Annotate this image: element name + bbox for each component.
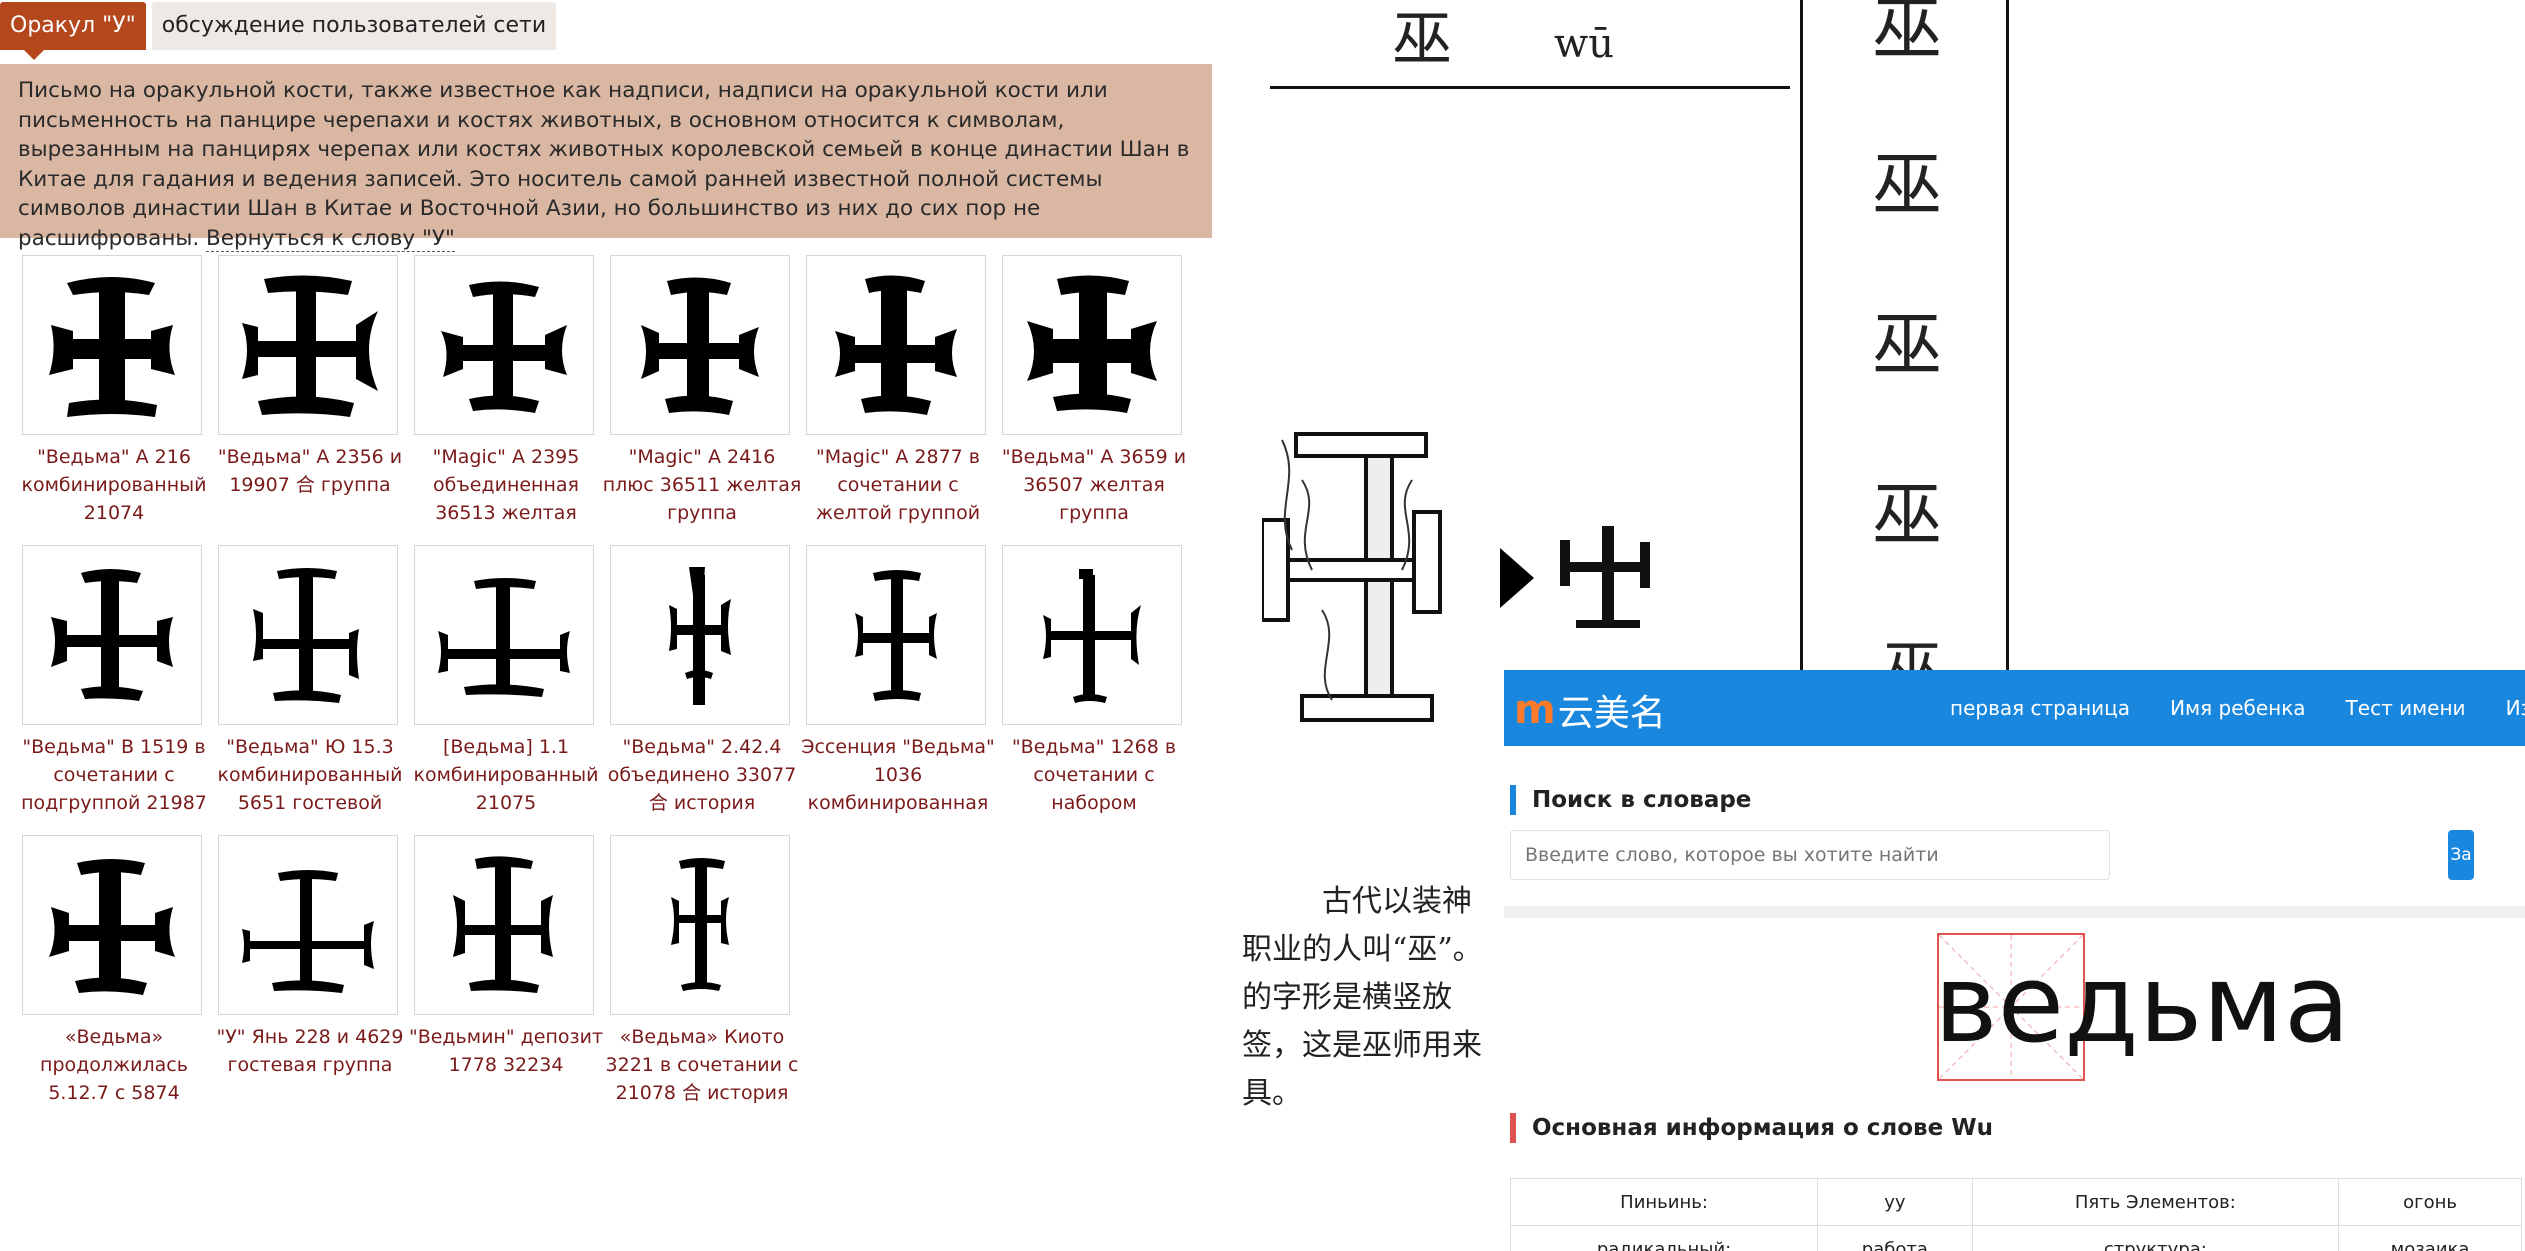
- nav-home[interactable]: первая страница: [1950, 696, 2131, 720]
- glyph-caption: Эссенция "Ведьма" 1036 комбинированная: [801, 736, 995, 814]
- glyph-card[interactable]: "Ведьма" B 1519 в сочетании с подгруппой…: [21, 545, 207, 827]
- glyph-caption: «Ведьма» продолжилась 5.12.7 с 5874 гост…: [40, 1026, 188, 1104]
- info-value: мозаика: [2338, 1225, 2522, 1251]
- section-separator: [1504, 906, 2525, 918]
- glyph-image: [806, 255, 986, 435]
- glyph-caption: "Ведьма" 2.42.4 объединено 33077 合 истор…: [607, 736, 797, 814]
- nav-name-test[interactable]: Тест имени: [2345, 696, 2466, 720]
- main-nav: первая страница Имя ребенка Тест имени И…: [1950, 670, 2525, 746]
- word-info-table: Пиньинь: уу Пять Элементов: огонь радика…: [1509, 1178, 2522, 1251]
- glyph-card[interactable]: "Ведьма" A 2356 и 19907 合 группа: [218, 255, 402, 537]
- tian-grid-icon: [1937, 933, 2085, 1081]
- glyph-image: [806, 545, 986, 725]
- glyph-card[interactable]: "Ведьма" 2.42.4 объединено 33077 合 истор…: [608, 545, 796, 827]
- dictionary-search-input[interactable]: [1510, 830, 2110, 880]
- glyph-card[interactable]: "Ведьмин" депозит 1778 32234: [409, 835, 603, 1117]
- glyph-image: [22, 835, 202, 1015]
- intro-text: Письмо на оракульной кости, также извест…: [18, 78, 1190, 251]
- glyph-image: [218, 255, 398, 435]
- arrow-icon: [1500, 526, 1650, 628]
- nav-baby-name[interactable]: Имя ребенка: [2170, 696, 2306, 720]
- info-label: Пять Элементов:: [1971, 1178, 2340, 1226]
- info-section-title: Основная информация о слове Wu: [1510, 1113, 1993, 1143]
- glyph-image: [414, 545, 594, 725]
- glyph-card[interactable]: Эссенция "Ведьма" 1036 комбинированная: [801, 545, 995, 827]
- info-label: структура:: [1971, 1225, 2340, 1251]
- glyph-caption: "Ведьма" B 1519 в сочетании с подгруппой…: [21, 736, 207, 814]
- info-value: работа: [1817, 1225, 1973, 1251]
- glyph-caption: "Ведьма" Ю 15.3 комбинированный 5651 гос…: [217, 736, 403, 814]
- glyph-card[interactable]: «Ведьма» Киото 3221 в сочетании с 21078 …: [606, 835, 798, 1117]
- glyph-caption: "Magic" A 2416 плюс 36511 желтая группа: [602, 446, 802, 524]
- glyph-image: [414, 835, 594, 1015]
- brand-name: 云美名: [1557, 693, 1666, 734]
- table-row: Пиньинь: уу Пять Элементов: огонь: [1509, 1178, 2522, 1226]
- glyph-image: [22, 255, 202, 435]
- glyph-caption: [Ведьма] 1.1 комбинированный 21075: [413, 736, 599, 814]
- glyph-image: [610, 545, 790, 725]
- logo-m-icon: m: [1514, 687, 1556, 733]
- glyph-caption: "Ведьма" A 216 комбинированный 21074: [21, 446, 207, 524]
- info-label: Пиньинь:: [1509, 1178, 1819, 1226]
- scan-chinese-line: 签，这是巫师用来: [1242, 1028, 1482, 1063]
- glyph-image: [22, 545, 202, 725]
- scan-heading-char: 巫: [1392, 5, 1452, 75]
- scan-variant-char: 巫: [1872, 304, 1942, 386]
- glyph-card[interactable]: "У" Янь 228 и 4629 гостевая группа: [216, 835, 404, 1117]
- headword: ведьма: [1934, 942, 2351, 1067]
- glyph-card[interactable]: "Magic" A 2395 объединенная 36513 желтая…: [414, 255, 598, 537]
- scan-chinese-line: 的字形是横竖放: [1242, 980, 1452, 1015]
- intro-panel: Письмо на оракульной кости, также извест…: [0, 64, 1212, 252]
- top-navbar: m 云美名 первая страница Имя ребенка Тест и…: [1504, 670, 2525, 746]
- glyph-card[interactable]: "Ведьма" A 216 комбинированный 21074: [22, 255, 207, 537]
- glyph-card[interactable]: "Magic" A 2877 в сочетании с желтой груп…: [806, 255, 990, 537]
- scan-variant-char: 巫: [1872, 0, 1942, 70]
- tab-oracle[interactable]: Оракул "У": [0, 2, 146, 60]
- info-value: огонь: [2338, 1178, 2522, 1226]
- glyph-caption: "Ведьма" A 2356 и 19907 合 группа: [217, 446, 403, 496]
- glyph-image: [1002, 255, 1182, 435]
- glyph-card[interactable]: «Ведьма» продолжилась 5.12.7 с 5874 гост…: [22, 835, 206, 1117]
- search-section-title: Поиск в словаре: [1510, 785, 1751, 815]
- glyph-image: [610, 835, 790, 1015]
- search-button[interactable]: За: [2448, 830, 2474, 880]
- scan-chinese-line: 职业的人叫“巫”。: [1242, 932, 1483, 967]
- wooden-tool-drawing: [1262, 432, 1442, 722]
- glyph-card[interactable]: "Ведьма" 1268 в сочетании с набором кале…: [1002, 545, 1186, 827]
- nav-change[interactable]: Изменени: [2505, 696, 2525, 720]
- glyph-caption: "Ведьмин" депозит 1778 32234: [408, 1026, 604, 1076]
- glyph-card[interactable]: "Ведьма" A 3659 и 36507 желтая группа: [1002, 255, 1186, 537]
- info-value: уу: [1817, 1178, 1973, 1226]
- glyph-image: [218, 545, 398, 725]
- scan-column-line: [1800, 0, 1803, 670]
- info-label: радикальный:: [1509, 1225, 1819, 1251]
- glyph-image: [414, 255, 594, 435]
- glyph-caption: "Ведьма" 1268 в сочетании с набором кале…: [1011, 736, 1177, 814]
- dictionary-window: m 云美名 первая страница Имя ребенка Тест и…: [1504, 670, 2525, 1251]
- scan-variant-char: 巫: [1872, 474, 1942, 556]
- tab-discussion[interactable]: обсуждение пользователей сети: [151, 2, 557, 50]
- glyph-image: [218, 835, 398, 1015]
- oracle-page: Оракул "У" обсуждение пользователей сети…: [0, 0, 1212, 1251]
- scan-variant-char: 巫: [1872, 144, 1942, 226]
- glyph-card[interactable]: "Magic" A 2416 плюс 36511 желтая группа: [603, 255, 801, 537]
- scan-column-line: [2006, 0, 2009, 670]
- glyph-caption: «Ведьма» Киото 3221 в сочетании с 21078 …: [605, 1026, 799, 1104]
- glyph-card[interactable]: [Ведьма] 1.1 комбинированный 21075: [414, 545, 599, 827]
- table-row: радикальный: работа структура: мозаика: [1509, 1225, 2522, 1251]
- glyph-caption: "У" Янь 228 и 4629 гостевая группа: [216, 1026, 404, 1076]
- glyph-image: [1002, 545, 1182, 725]
- glyph-caption: "Magic" A 2395 объединенная 36513 желтая…: [432, 446, 580, 524]
- scan-chinese-line: 古代以装神: [1322, 884, 1472, 919]
- glyph-caption: "Ведьма" A 3659 и 36507 желтая группа: [1001, 446, 1187, 524]
- scan-divider: [1270, 86, 1790, 89]
- scan-chinese-line: 具。: [1242, 1076, 1302, 1111]
- scan-heading-pinyin: wū: [1554, 21, 1614, 67]
- glyph-card[interactable]: "Ведьма" Ю 15.3 комбинированный 5651 гос…: [218, 545, 403, 827]
- glyph-caption: "Magic" A 2877 в сочетании с желтой груп…: [815, 446, 981, 524]
- site-logo[interactable]: m 云美名: [1514, 684, 1666, 736]
- glyph-image: [610, 255, 790, 435]
- tab-bar: Оракул "У" обсуждение пользователей сети: [0, 0, 557, 60]
- back-to-word-link[interactable]: Вернуться к слову "У": [206, 225, 455, 252]
